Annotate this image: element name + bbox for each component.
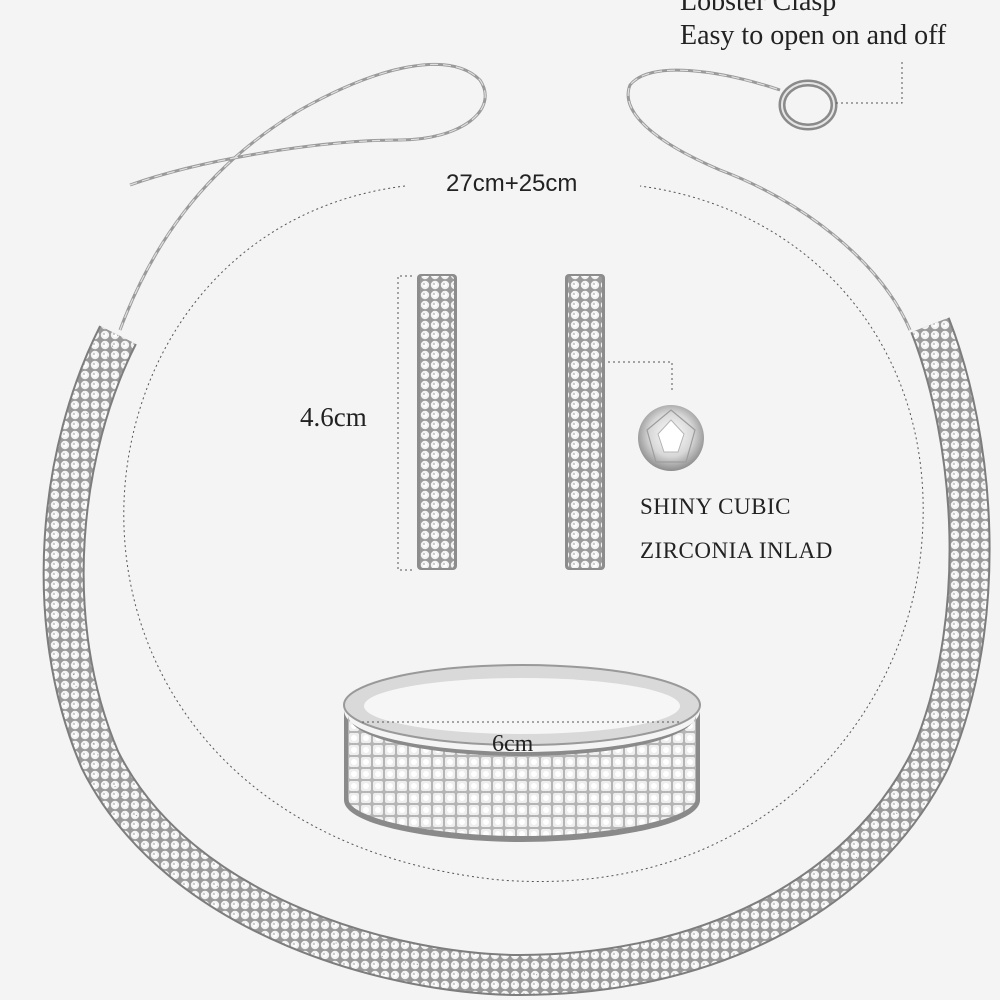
necklace-length-label: 27cm+25cm — [440, 170, 584, 198]
earring-left — [417, 274, 457, 570]
extension-chain-left — [118, 62, 487, 331]
cubic-zirconia-gem-icon — [638, 405, 704, 471]
necklace-length-guide — [123, 185, 924, 882]
lobster-clasp-icon — [778, 79, 838, 131]
earring-height-guide — [397, 275, 412, 571]
gem-label-line-2: ZIRCONIA INLAD — [640, 538, 833, 563]
choker-band — [42, 317, 991, 997]
clasp-callout-line — [836, 62, 903, 104]
clasp-description: Easy to open on and off — [680, 20, 947, 51]
earring-height-label: 4.6cm — [300, 402, 367, 432]
extension-chain-right — [626, 68, 912, 331]
gem-callout-line — [608, 361, 673, 392]
earring-right — [565, 274, 605, 570]
clasp-title: Lobster Clasp — [680, 0, 837, 17]
gem-label-line-1: SHINY CUBIC — [640, 494, 791, 519]
bracelet — [343, 664, 701, 842]
bracelet-width-label: 6cm — [492, 731, 534, 757]
